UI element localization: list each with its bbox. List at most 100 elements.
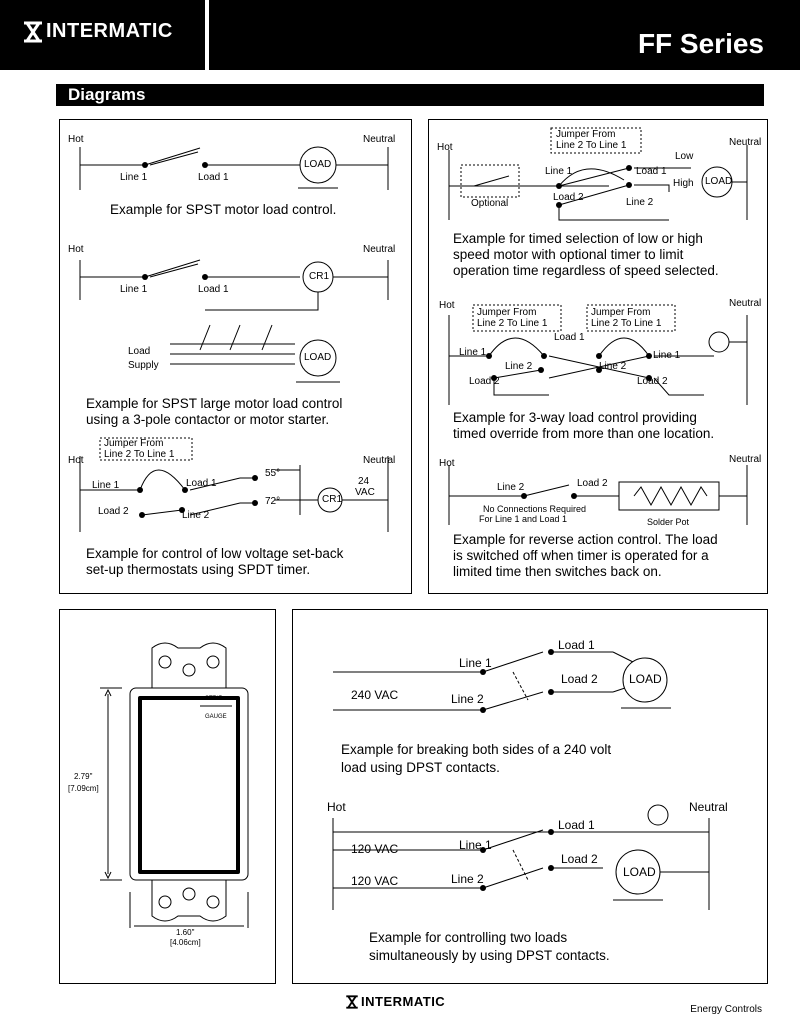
d5-line2-right: Line 2	[599, 361, 627, 372]
d3-jumper-2: Line 2 To Line 1	[104, 449, 175, 460]
d8-load2-label: Load 2	[561, 852, 598, 866]
d8-caption-2: simultaneously by using DPST contacts.	[369, 948, 610, 963]
d7-line1-label: Line 1	[459, 656, 492, 670]
d5-caption-1: Example for 3-way load control providing	[453, 410, 697, 425]
intermatic-logo-icon	[24, 21, 42, 42]
d8-load1-label: Load 1	[558, 818, 595, 832]
d3-temp55: 55°	[265, 468, 281, 479]
d1-caption: Example for SPST motor load control.	[110, 202, 337, 217]
d4-load1-label: Load 1	[636, 166, 667, 177]
panel-right-wiring	[448, 127, 748, 525]
d3-temp72: 72°	[265, 496, 281, 507]
d2-neutral-label: Neutral	[363, 244, 396, 255]
d5-jumper-left-1: Jumper From	[477, 307, 537, 318]
d5-line1-right: Line 1	[653, 350, 681, 361]
d3-caption-2: set-up thermostats using SPDT timer.	[86, 562, 311, 577]
header-bar: INTERMATIC FF Series	[0, 0, 800, 70]
d7-load1-label: Load 1	[558, 638, 595, 652]
d3-vac-1: 24	[358, 476, 370, 487]
d2-load-label: LOAD	[304, 352, 332, 363]
d4-load2-label: Load 2	[553, 192, 584, 203]
d4-neutral-label: Neutral	[729, 137, 762, 148]
d2-load-supply-label-1: Load	[128, 346, 151, 357]
d3-line2-label: Line 2	[182, 510, 210, 521]
d5-load1: Load 1	[554, 332, 585, 343]
d5-load2-right: Load 2	[637, 376, 668, 387]
d8-line1-label: Line 1	[459, 838, 492, 852]
d6-solder-pot-label: Solder Pot	[647, 517, 690, 527]
d1-hot-label: Hot	[68, 134, 84, 145]
d6-caption-1: Example for reverse action control. The …	[453, 532, 718, 547]
dpst-wiring	[332, 649, 710, 910]
d5-jumper-left-2: Line 2 To Line 1	[477, 318, 548, 329]
d8-load-label: LOAD	[623, 865, 656, 879]
width-inches: 1.60"	[176, 928, 195, 937]
header-divider	[205, 0, 209, 70]
d5-jumper-right-2: Line 2 To Line 1	[591, 318, 662, 329]
panel-dpst-diagrams: Line 1 Line 2 Load 1 Load 2 240 VAC LOAD…	[292, 609, 768, 984]
d8-vac-2: 120 VAC	[351, 874, 399, 888]
d2-load1-label: Load 1	[198, 284, 229, 295]
d2-caption-2: using a 3-pole contactor or motor starte…	[86, 412, 330, 427]
d7-vac-label: 240 VAC	[351, 688, 399, 702]
brand-logo: INTERMATIC	[22, 20, 173, 43]
d4-load-label: LOAD	[705, 176, 733, 187]
wallplate-drawing	[100, 642, 249, 928]
d6-caption-3: limited time then switches back on.	[453, 564, 662, 579]
d6-neutral-label: Neutral	[729, 454, 762, 465]
d4-low-label: Low	[675, 151, 694, 162]
d5-line1-left: Line 1	[459, 347, 487, 358]
d4-hot-label: Hot	[437, 142, 453, 153]
d5-neutral-label: Neutral	[729, 298, 762, 309]
footer-tagline: Energy Controls	[690, 1004, 762, 1015]
d5-load2-left: Load 2	[469, 376, 500, 387]
d6-load2-label: Load 2	[577, 478, 608, 489]
width-cm: [4.06cm]	[170, 938, 201, 947]
d3-jumper-1: Jumper From	[104, 438, 164, 449]
d4-caption-2: speed motor with optional timer to limit	[453, 247, 684, 262]
d1-load1-label: Load 1	[198, 172, 229, 183]
panel-left-wiring	[79, 146, 389, 532]
d3-line1-label: Line 1	[92, 480, 120, 491]
d2-hot-label: Hot	[68, 244, 84, 255]
d3-load2-label: Load 2	[98, 506, 129, 517]
d6-note-2: For Line 1 and Load 1	[479, 514, 568, 524]
d2-line1-label: Line 1	[120, 284, 148, 295]
d6-note-1: No Connections Required	[483, 504, 587, 514]
d8-vac-1: 120 VAC	[351, 842, 399, 856]
footer-logo: INTERMATIC	[345, 994, 445, 1009]
d8-caption-1: Example for controlling two loads	[369, 930, 568, 945]
d3-caption-1: Example for control of low voltage set-b…	[86, 546, 344, 561]
d5-jumper-right-1: Jumper From	[591, 307, 651, 318]
brand-name: INTERMATIC	[46, 20, 173, 42]
panel-right-diagrams: Hot Neutral Jumper From Line 2 To Line 1…	[428, 119, 768, 594]
intermatic-logo-icon	[346, 994, 358, 1009]
strip-label: STRIP	[205, 696, 223, 702]
d7-load-label: LOAD	[629, 672, 662, 686]
d2-caption-1: Example for SPST large motor load contro…	[86, 396, 343, 411]
d5-line2-left: Line 2	[505, 361, 533, 372]
d6-caption-2: is switched off when timer is operated f…	[453, 548, 709, 563]
d2-load-supply-label-2: Supply	[128, 360, 159, 371]
height-inches: 2.79"	[74, 772, 93, 781]
d5-caption-2: timed override from more than one locati…	[453, 426, 715, 441]
d4-caption-1: Example for timed selection of low or hi…	[453, 231, 703, 246]
d4-line1-label: Line 1	[545, 166, 573, 177]
d7-line2-label: Line 2	[451, 692, 484, 706]
d3-hot-label: Hot	[68, 455, 84, 466]
height-cm: [7.09cm]	[68, 784, 99, 793]
panel-left-diagrams: Hot Neutral Line 1 Load 1 LOAD Example f…	[59, 119, 412, 594]
section-title: Diagrams	[68, 85, 146, 104]
d7-caption-2: load using DPST contacts.	[341, 760, 500, 775]
d4-optional-label: Optional	[471, 198, 509, 209]
d1-neutral-label: Neutral	[363, 134, 396, 145]
d6-hot-label: Hot	[439, 458, 455, 469]
d4-jumper-2: Line 2 To Line 1	[556, 140, 627, 151]
d2-cr1-label: CR1	[309, 271, 330, 282]
d4-line2-label: Line 2	[626, 197, 654, 208]
d7-load2-label: Load 2	[561, 672, 598, 686]
gauge-label: GAUGE	[205, 714, 227, 720]
d1-line1-label: Line 1	[120, 172, 148, 183]
d3-vac-2: VAC	[355, 487, 375, 498]
d3-cr1-label: CR1	[322, 494, 343, 505]
